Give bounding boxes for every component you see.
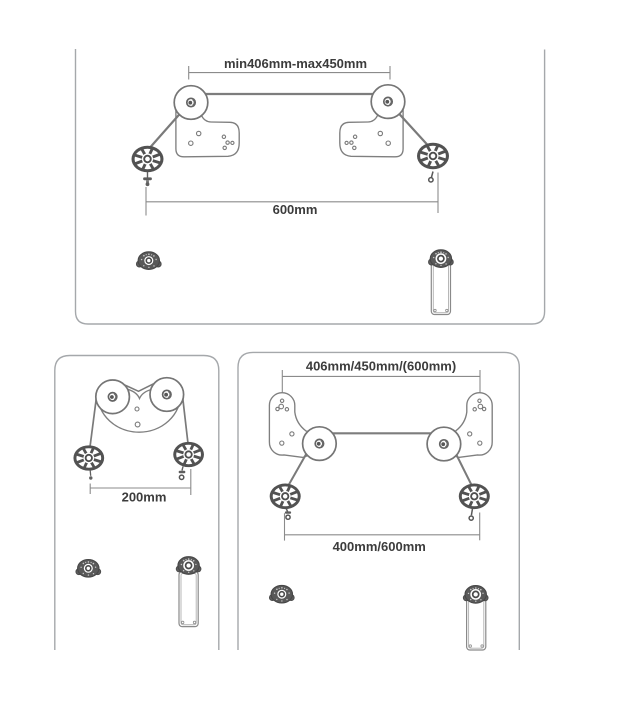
svg-text:406mm/450mm/(600mm): 406mm/450mm/(600mm)	[306, 359, 456, 374]
svg-text:400mm/600mm: 400mm/600mm	[333, 539, 426, 554]
svg-text:min406mm-max450mm: min406mm-max450mm	[224, 56, 367, 71]
svg-text:600mm: 600mm	[273, 202, 318, 217]
svg-text:200mm: 200mm	[122, 490, 167, 505]
